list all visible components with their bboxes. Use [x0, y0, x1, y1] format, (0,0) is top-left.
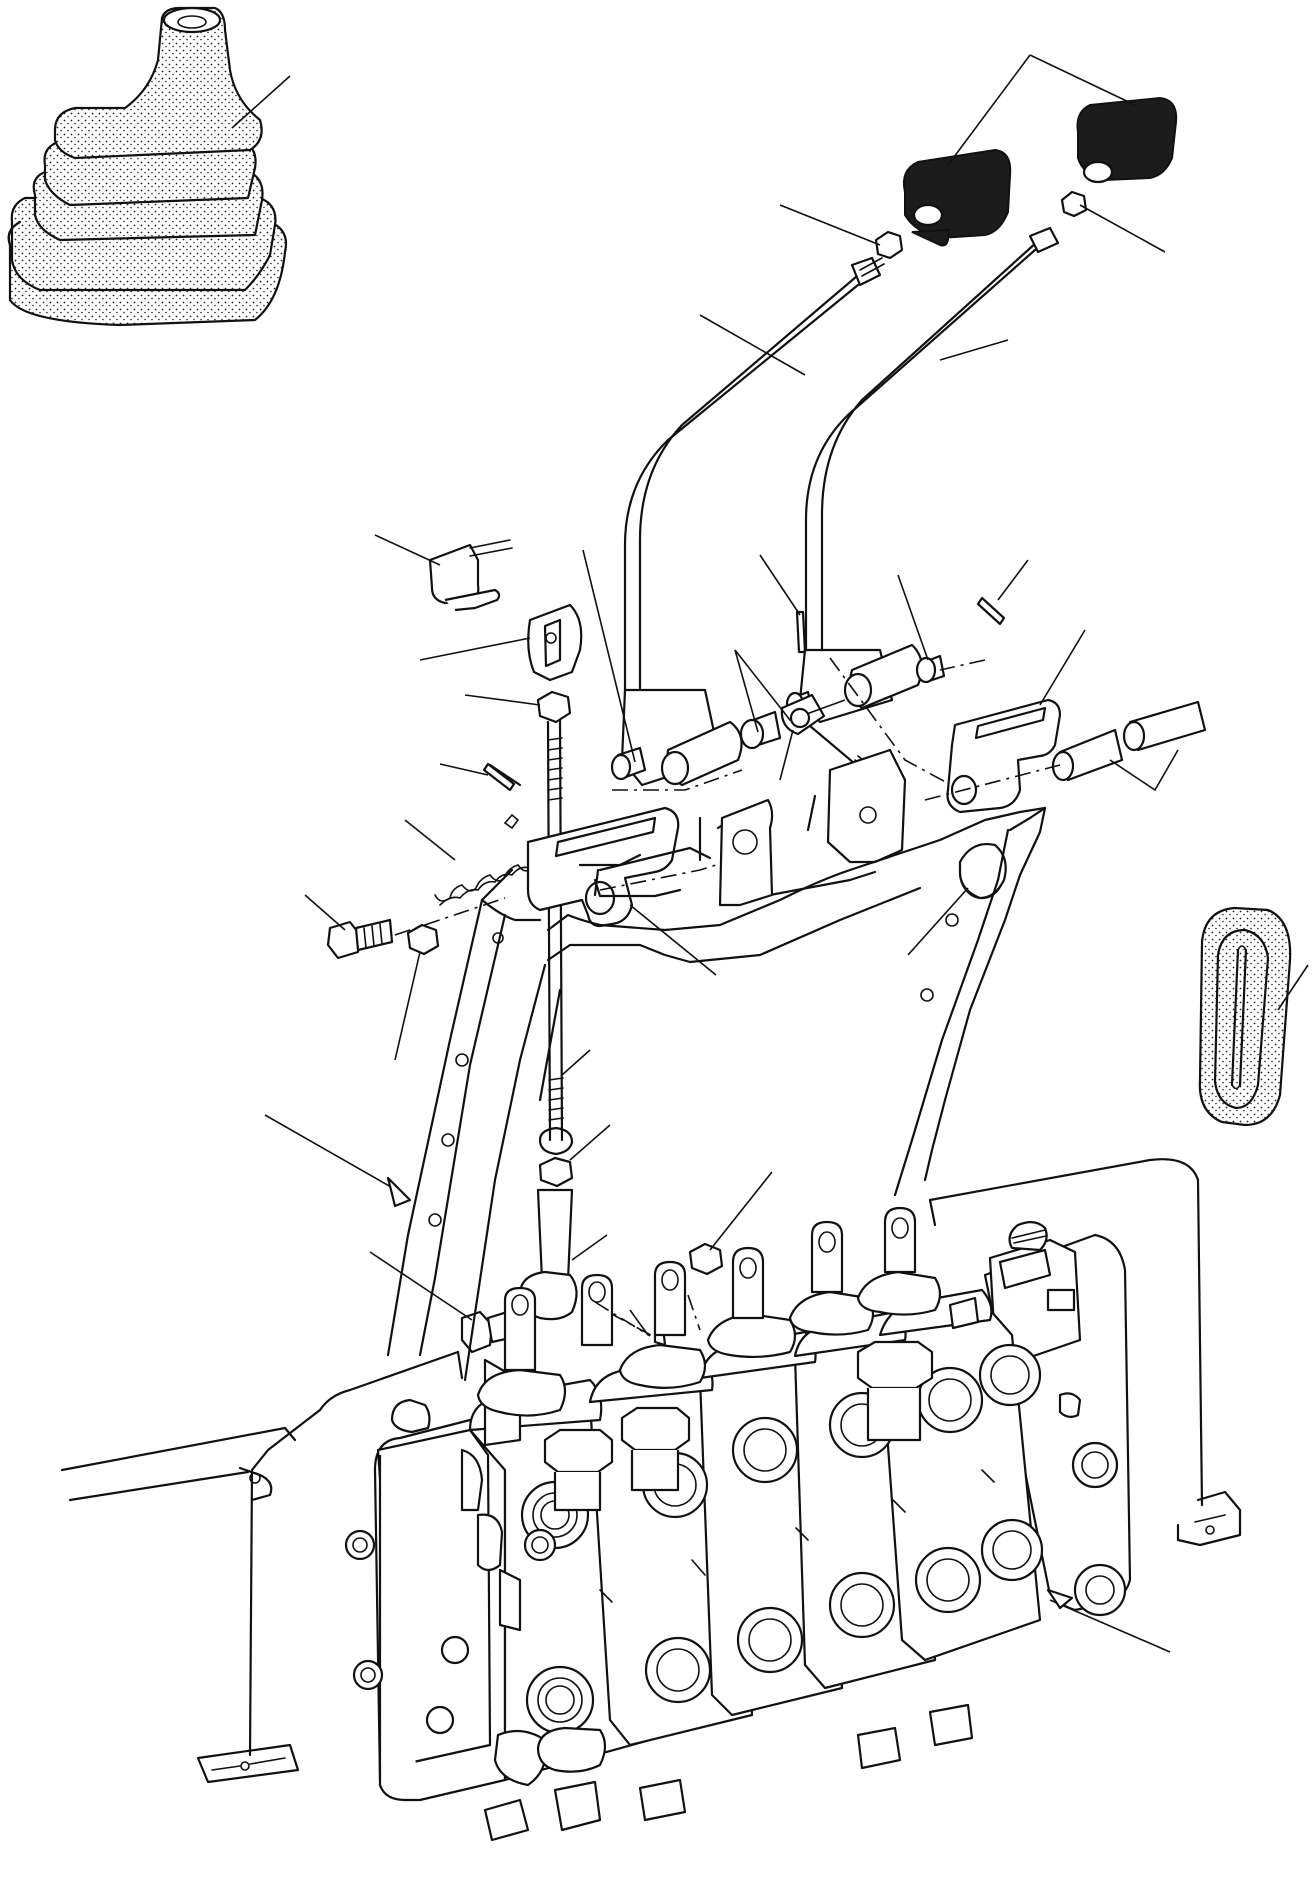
- leader-line: [734, 649, 846, 721]
- leader-line: [571, 1234, 608, 1261]
- leader-line: [699, 314, 806, 376]
- nut-icon: [406, 690, 724, 1276]
- grommet-icon: [1198, 906, 1292, 1127]
- nut-icon: [874, 190, 1088, 260]
- leader-line: [759, 554, 801, 616]
- pin-roller-icon: [924, 700, 1207, 801]
- leader-line: [264, 1114, 406, 1196]
- base-plate-icon: [60, 1158, 1242, 1784]
- leader-line: [404, 819, 456, 861]
- pivot-bracket-icon: [946, 698, 1062, 814]
- leader-line: [464, 694, 541, 706]
- leader-line: [569, 1124, 611, 1161]
- clevis-icon: [527, 603, 583, 682]
- pin-icon: [482, 596, 1006, 792]
- leader-line: [1079, 204, 1166, 253]
- leader-line: [997, 559, 1029, 601]
- plug-icon: [958, 843, 1007, 900]
- leader-line: [231, 75, 291, 129]
- leader-line: [304, 894, 346, 931]
- leader-line: [369, 1251, 473, 1321]
- leader-line: [1029, 54, 1136, 106]
- leader-line: [374, 534, 441, 566]
- bolt-icon: [326, 918, 526, 1354]
- leader-line: [582, 549, 636, 763]
- control-lever-icon: [620, 226, 1060, 787]
- leader-line: [439, 763, 489, 776]
- rubber-boot-icon: [7, 6, 288, 327]
- center-line: [939, 659, 986, 671]
- leader-line: [629, 904, 717, 976]
- leader-line: [1277, 964, 1309, 1011]
- leader-line: [709, 1171, 773, 1251]
- leader-line: [1049, 1599, 1171, 1653]
- leader-line: [1039, 629, 1086, 706]
- leader-line: [734, 649, 759, 733]
- leader-line: [394, 951, 421, 1061]
- center-line: [687, 1294, 701, 1331]
- lever-knob-icon: [902, 96, 1178, 247]
- leader-line: [779, 729, 794, 781]
- leader-line: [561, 1049, 591, 1076]
- leader-line: [779, 204, 881, 246]
- pivot-bracket-icon: [526, 806, 680, 928]
- center-line: [594, 1301, 651, 1337]
- leader-line: [897, 574, 929, 661]
- center-line: [612, 769, 743, 791]
- center-line: [394, 897, 506, 936]
- leader-line: [629, 1309, 649, 1336]
- support-frame-icon: [386, 748, 1047, 1382]
- leader-line: [1109, 749, 1179, 792]
- leader-line: [907, 887, 969, 956]
- leader-line: [947, 54, 1031, 166]
- control-valve-bank-icon: [344, 1206, 1132, 1842]
- leader-line: [419, 637, 531, 661]
- threaded-rod-icon: [518, 718, 578, 1321]
- leader-line: [939, 339, 1009, 361]
- arrow-head-icon: [1046, 1588, 1074, 1610]
- clip-icon: [428, 539, 513, 612]
- arrow-head-icon: [386, 1176, 412, 1208]
